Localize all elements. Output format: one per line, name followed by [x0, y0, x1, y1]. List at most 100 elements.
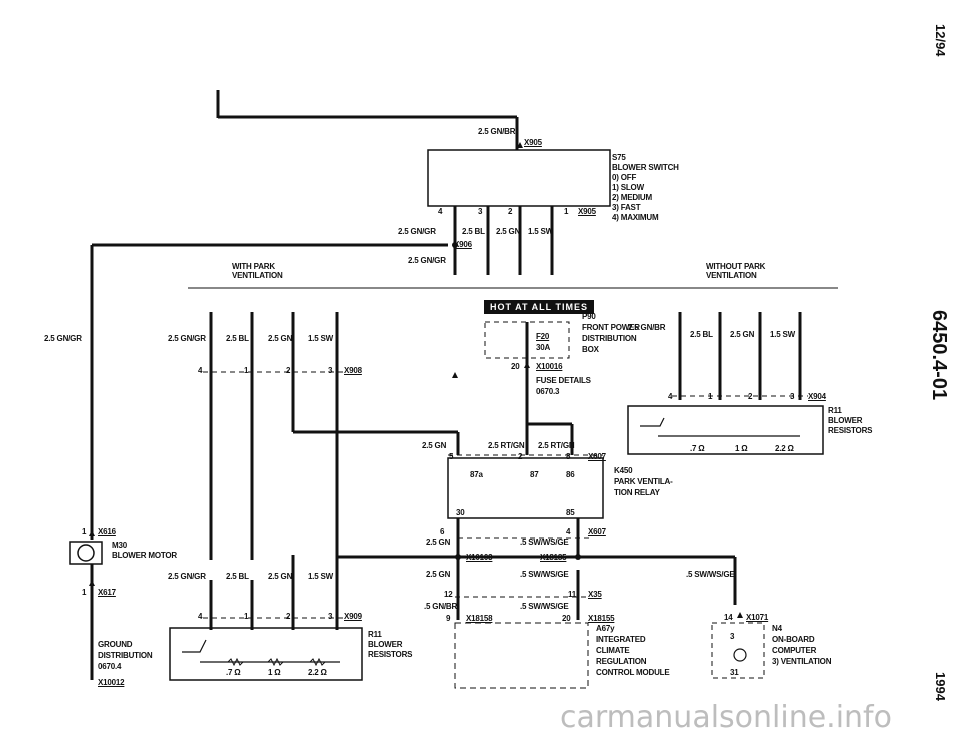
rt-pin-4: 4 [668, 392, 673, 401]
x35-pin-12: 12 [444, 590, 453, 599]
n4-l3: 3) VENTILATION [772, 657, 832, 666]
k450-wire-gn: 2.5 GN [422, 441, 447, 450]
connector-x607-bottom: X607 [588, 527, 606, 536]
watermark-text: carmanualsonline.info [560, 700, 892, 735]
connector-x904: X904 [808, 392, 826, 401]
a67-pin-9: 9 [446, 614, 451, 623]
lt-wire-2: 2.5 BL [226, 334, 249, 343]
s75-pos3: 3) FAST [612, 203, 641, 212]
bus-wire-gn: 2.5 GN [426, 570, 451, 579]
lt-wire-3: 2.5 GN [268, 334, 293, 343]
k450-pin-8: 8 [566, 452, 571, 461]
s75-pos4: 4) MAXIMUM [612, 213, 659, 222]
k450-out-gn: 2.5 GN [426, 538, 451, 547]
n4-code: N4 [772, 624, 782, 633]
p90-l3: BOX [582, 345, 599, 354]
r11-right-r1: .7 Ω [690, 444, 705, 453]
page-code: 6450.4-01 [928, 310, 950, 401]
k450-l1: PARK VENTILA- [614, 477, 673, 486]
a67-l2: CLIMATE [596, 646, 630, 655]
r11-right-code: R11 [828, 406, 842, 415]
lb-pin-1: 1 [244, 612, 249, 621]
s75-pin-1: 1 [564, 207, 569, 216]
fuse-details-2: 0670.3 [536, 387, 560, 396]
s75-pin-2: 2 [508, 207, 513, 216]
without-park-vent-label: WITHOUT PARK VENTILATION [706, 262, 766, 280]
connector-x908: X908 [344, 366, 362, 375]
m30-pin-1: 1 [82, 527, 87, 536]
connector-x1071: X1071 [746, 613, 769, 622]
r11-left-r2: 1 Ω [268, 668, 281, 677]
lt-wire-1: 2.5 GN/GR [168, 334, 206, 343]
s75-wire-1: 2.5 GN/GR [398, 227, 436, 236]
r11-left-r1: .7 Ω [226, 668, 241, 677]
connector-x607-top: X607 [588, 452, 606, 461]
lb-wire-4: 1.5 SW [308, 572, 334, 581]
rt-pin-1: 1 [708, 392, 713, 401]
wire-label-top: 2.5 GN/BR [478, 127, 516, 136]
rt-wire-2: 2.5 BL [690, 330, 713, 339]
r11-left-l1: BLOWER [368, 640, 403, 649]
connector-x18185: X18185 [540, 553, 567, 562]
n4-l2: COMPUTER [772, 646, 817, 655]
k450-out-swwsge: .5 SW/WS/GE [520, 538, 569, 547]
k450-code: K450 [614, 466, 633, 475]
k450-l2: TION RELAY [614, 488, 660, 497]
rt-wire-3: 2.5 GN [730, 330, 755, 339]
p90-code: P90 [582, 312, 596, 321]
n4-l1: ON-BOARD [772, 635, 815, 644]
lt-wire-4: 1.5 SW [308, 334, 334, 343]
hot-at-all-times-badge: HOT AT ALL TIMES [484, 300, 594, 314]
lb-wire-1: 2.5 GN/GR [168, 572, 206, 581]
a67-pin-20: 20 [562, 614, 571, 623]
n4-feed-wire: .5 SW/WS/GE [686, 570, 735, 579]
r11-right-r3: 2.2 Ω [775, 444, 794, 453]
s75-wire-3: 2.5 GN [496, 227, 521, 236]
lt-pin-1: 1 [244, 366, 249, 375]
page-year: 1994 [933, 672, 948, 701]
r11-right-l2: RESISTORS [828, 426, 873, 435]
left-bus-wire: 2.5 GN/GR [44, 334, 82, 343]
n4-pin-31: 31 [730, 668, 739, 677]
a67-l3: REGULATION [596, 657, 647, 666]
m30-code: M30 [112, 541, 127, 550]
p90-l2: DISTRIBUTION [582, 334, 637, 343]
lt-pin-2: 2 [286, 366, 291, 375]
connector-x10016: X10016 [536, 362, 563, 371]
rt-pin-3: 3 [790, 392, 795, 401]
k450-term-87a: 87a [470, 470, 483, 479]
connector-x905-top: X905 [524, 138, 542, 147]
s75-pos2: 2) MEDIUM [612, 193, 652, 202]
s75-wire-2: 2.5 BL [462, 227, 485, 236]
s75-wire-4: 1.5 SW [528, 227, 554, 236]
connector-x18155: X18155 [588, 614, 615, 623]
fuse-details-1: FUSE DETAILS [536, 376, 591, 385]
connector-x909: X909 [344, 612, 362, 621]
connector-x35: X35 [588, 590, 602, 599]
connector-x10012: X10012 [98, 678, 125, 687]
s75-pos0: 0) OFF [612, 173, 637, 182]
fuse-f20: F20 [536, 332, 550, 341]
lt-pin-4: 4 [198, 366, 203, 375]
connector-x906: X906 [454, 240, 472, 249]
m30-name: BLOWER MOTOR [112, 551, 178, 560]
s75-pos1: 1) SLOW [612, 183, 644, 192]
k450-pin-4: 4 [566, 527, 571, 536]
connector-x617: X617 [98, 588, 116, 597]
lb-pin-4: 4 [198, 612, 203, 621]
k450-term-30: 30 [456, 508, 465, 517]
r11-right-r2: 1 Ω [735, 444, 748, 453]
lb-wire-2: 2.5 BL [226, 572, 249, 581]
p90-pin-20: 20 [511, 362, 520, 371]
connector-x616: X616 [98, 527, 116, 536]
k450-term-86: 86 [566, 470, 575, 479]
x35-pin-11: 11 [568, 590, 577, 599]
p90-l1: FRONT POWER [582, 323, 640, 332]
rt-pin-2: 2 [748, 392, 753, 401]
lb-pin-2: 2 [286, 612, 291, 621]
lb-wire-3: 2.5 GN [268, 572, 293, 581]
r11-right-l1: BLOWER [828, 416, 863, 425]
s75-pin-3: 3 [478, 207, 483, 216]
r11-left-code: R11 [368, 630, 382, 639]
